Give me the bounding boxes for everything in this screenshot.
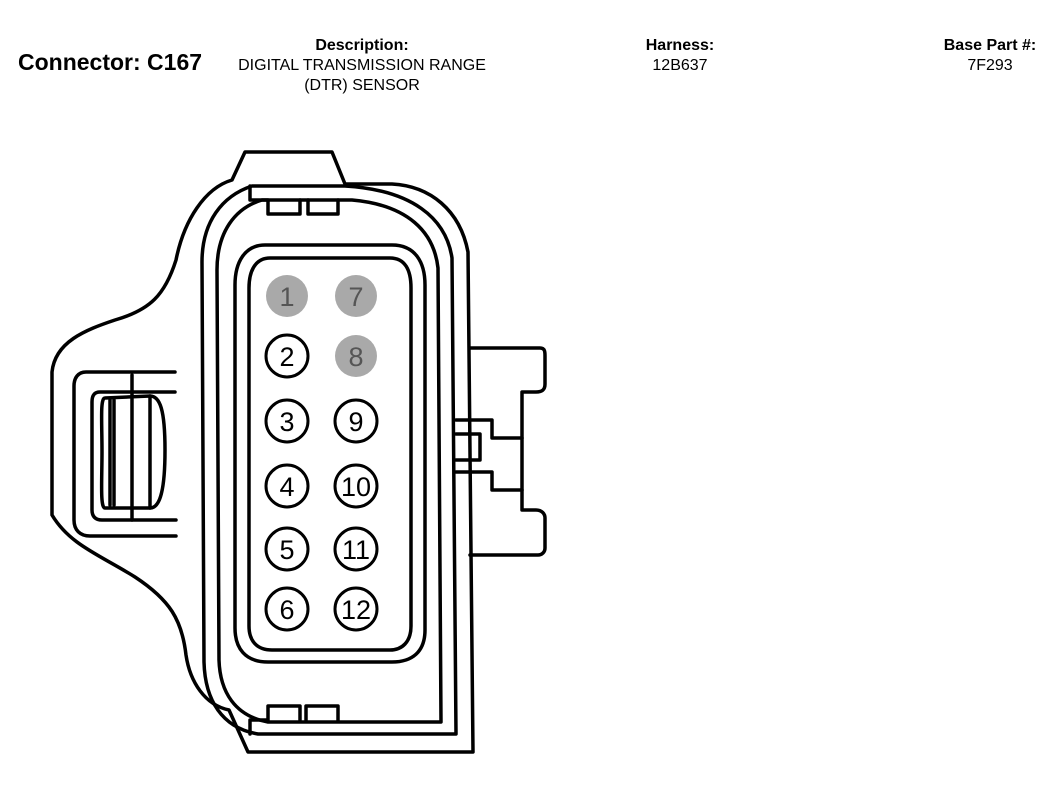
pin-cavity-outline [233,243,427,664]
pin-circle [333,398,379,444]
right-lock-tab [454,418,524,492]
left-latch-frame [72,370,178,538]
harness-label: Harness: [645,37,715,54]
right-guide [468,346,547,557]
description-block: Description: DIGITAL TRANSMISSION RANGE … [212,36,512,96]
pin-label: 4 [279,472,294,502]
pin-1: 1 [266,275,308,317]
pin-label: 10 [341,472,371,502]
description-line-1: DIGITAL TRANSMISSION RANGE [238,57,486,74]
bottom-latch-notch [248,704,340,736]
right-lock-tab-inner [454,432,482,462]
housing-outer-outline [50,150,475,754]
pins-layer: 1 7 2 8 3 9 4 10 5 11 6 12 [264,275,379,632]
pin-label: 7 [348,282,363,312]
base-part-block: Base Part #: 7F293 [920,36,1060,76]
left-latch-lock-detail [108,394,152,510]
pin-circle [333,463,379,509]
pin-circle [333,586,379,632]
pin-3: 3 [264,398,310,444]
pin-label: 5 [279,535,294,565]
pin-11: 11 [333,526,379,572]
harness-block: Harness: 12B637 [600,36,760,76]
pin-circle [264,333,310,379]
base-part-label: Base Part #: [943,37,1037,54]
connector-title: Connector: C167 [18,49,203,75]
pin-circle [264,526,310,572]
pin-circle [335,335,377,377]
harness-value: 12B637 [652,57,708,74]
pin-circle [264,586,310,632]
pin-label: 9 [348,407,363,437]
description-label: Description: [315,37,409,54]
pin-8: 8 [335,335,377,377]
pin-label: 2 [279,342,294,372]
pin-cavity-inner [247,256,413,652]
pin-9: 9 [333,398,379,444]
pin-label: 12 [341,595,371,625]
base-part-value: 7F293 [967,57,1013,74]
pin-label: 11 [342,535,370,565]
pin-circle [266,275,308,317]
pin-circle [335,275,377,317]
pin-label: 1 [279,282,294,312]
pin-5: 5 [264,526,310,572]
pin-label: 6 [279,595,294,625]
pin-12: 12 [333,586,379,632]
pin-7: 7 [335,275,377,317]
pin-2: 2 [264,333,310,379]
pin-10: 10 [333,463,379,509]
housing-inner-outline [200,184,458,736]
pin-label: 8 [348,342,363,372]
pin-circle [264,463,310,509]
pin-circle [333,526,379,572]
pin-circle [264,398,310,444]
pin-6: 6 [264,586,310,632]
pin-label: 3 [279,407,294,437]
top-latch-notch [248,184,340,216]
pin-4: 4 [264,463,310,509]
left-latch-frame-inner [90,390,178,522]
description-line-2: (DTR) SENSOR [304,77,420,94]
